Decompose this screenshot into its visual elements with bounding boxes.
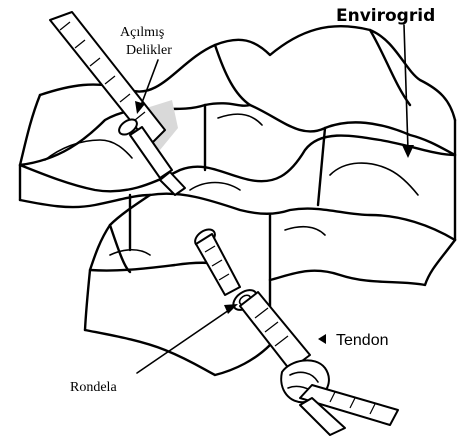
envirogrid-arrow <box>404 25 408 150</box>
holes-label-line2: Delikler <box>126 43 172 58</box>
geocell-grid <box>20 26 455 375</box>
holes-arrow <box>140 60 158 108</box>
lower-tendon <box>192 226 398 435</box>
envirogrid-arrowhead <box>402 145 414 158</box>
washer-arrow <box>137 308 232 373</box>
tendon-marker-icon <box>318 334 326 344</box>
holes-label-line1: Açılmış <box>120 25 164 40</box>
washer-label: Rondela <box>70 380 117 395</box>
product-label: Envirogrid <box>336 6 435 26</box>
tendon-label: Tendon <box>336 332 389 349</box>
